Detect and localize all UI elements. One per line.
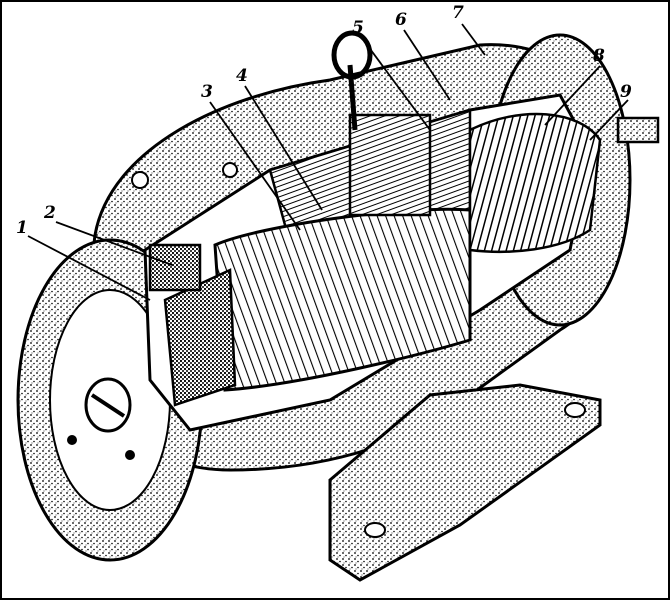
shaft-slot	[90, 393, 126, 418]
housing-bolt	[131, 171, 149, 189]
end-shield-bolt	[67, 435, 77, 445]
output-shaft	[616, 116, 660, 144]
callout-label-1: 1	[16, 218, 28, 238]
callout-label-7: 7	[452, 3, 464, 23]
callout-label-6: 6	[395, 10, 407, 30]
callout-label-3: 3	[201, 82, 213, 102]
terminal-box	[348, 113, 432, 217]
callout-label-4: 4	[236, 66, 248, 86]
callout-label-9: 9	[620, 82, 632, 102]
end-shield-bolt	[125, 450, 135, 460]
eye-bolt-ring	[331, 30, 373, 80]
foot-bolt-hole-rear	[564, 402, 586, 418]
callout-label-5: 5	[352, 18, 364, 38]
brush-holder	[148, 243, 202, 292]
housing-bolt	[222, 162, 238, 178]
cooling-fan	[468, 112, 602, 254]
foot-bolt-hole-front	[364, 522, 386, 538]
mounting-foot	[328, 383, 602, 582]
leader-lines	[27, 23, 629, 301]
callout-label-2: 2	[44, 203, 56, 223]
rotor-armature	[213, 207, 472, 392]
commutator	[163, 268, 237, 407]
callout-label-8: 8	[593, 46, 605, 66]
